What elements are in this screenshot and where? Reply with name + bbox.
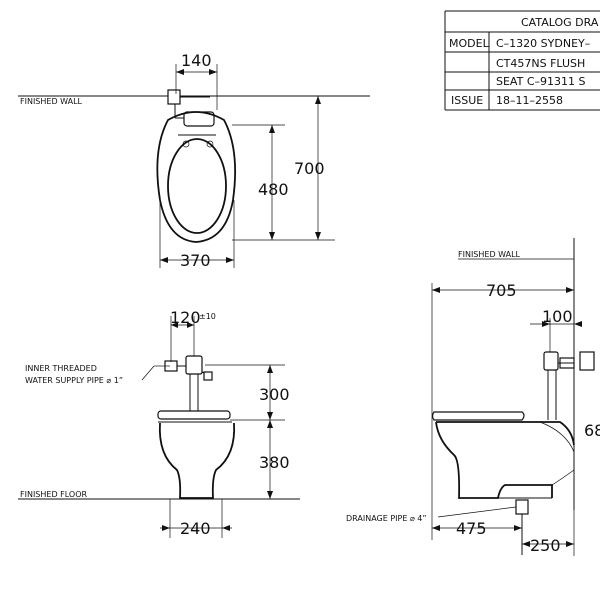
finished-floor-label: FINISHED FLOOR [20,490,88,499]
issue-label: ISSUE [451,94,483,107]
seat-front [157,410,231,420]
dim-705: 705 [486,281,517,300]
dim-140: 140 [181,51,212,70]
finished-wall-label-top: FINISHED WALL [20,97,83,106]
model-line-2: CT457NS FLUSH [496,57,585,70]
finished-wall-label-side: FINISHED WALL [458,250,521,259]
inner-threaded-label-1: INNER THREADED [25,364,97,373]
dim-700: 700 [294,159,325,178]
flush-valve-plan [167,89,181,105]
front-view: FINISHED FLOOR 120 ±10 INNER THREADED WA… [18,308,300,538]
title-block-header: CATALOG DRA [521,16,599,29]
bowl-front [158,422,236,499]
valve-body-side [543,351,559,371]
dim-68: 68 [584,421,600,440]
dim-120: 120 [170,308,201,327]
model-line-3: SEAT C–91311 S [496,75,585,88]
seat-outline-plan [167,138,227,234]
dim-380: 380 [259,453,290,472]
valve-body-front [185,355,203,375]
model-label: MODEL [449,37,490,50]
dim-370: 370 [180,251,211,270]
bowl-outline-plan [156,111,237,243]
dim-480: 480 [258,180,289,199]
inner-threaded-label-2: WATER SUPPLY PIPE ⌀ 1” [25,376,123,385]
tank-side [539,421,575,486]
model-line-1: C–1320 SYDNEY– [496,37,590,50]
dim-240: 240 [180,519,211,538]
bowl-side [435,421,575,499]
title-block: CATALOG DRA MODEL C–1320 SYDNEY– CT457NS… [444,10,600,111]
dim-475: 475 [456,519,487,538]
issue-value: 18–11–2558 [496,94,563,107]
seat-side [431,411,525,421]
dim-250: 250 [530,536,561,555]
drainage-label: DRAINAGE PIPE ⌀ 4” [346,514,427,523]
plan-view: FINISHED WALL 140 700 480 [18,51,370,270]
side-view: FINISHED WALL 705 100 DRAINAGE PIPE ⌀ 4” [346,238,600,556]
dim-300: 300 [259,385,290,404]
dim-120-tolerance: ±10 [199,312,216,321]
dim-100: 100 [542,307,573,326]
